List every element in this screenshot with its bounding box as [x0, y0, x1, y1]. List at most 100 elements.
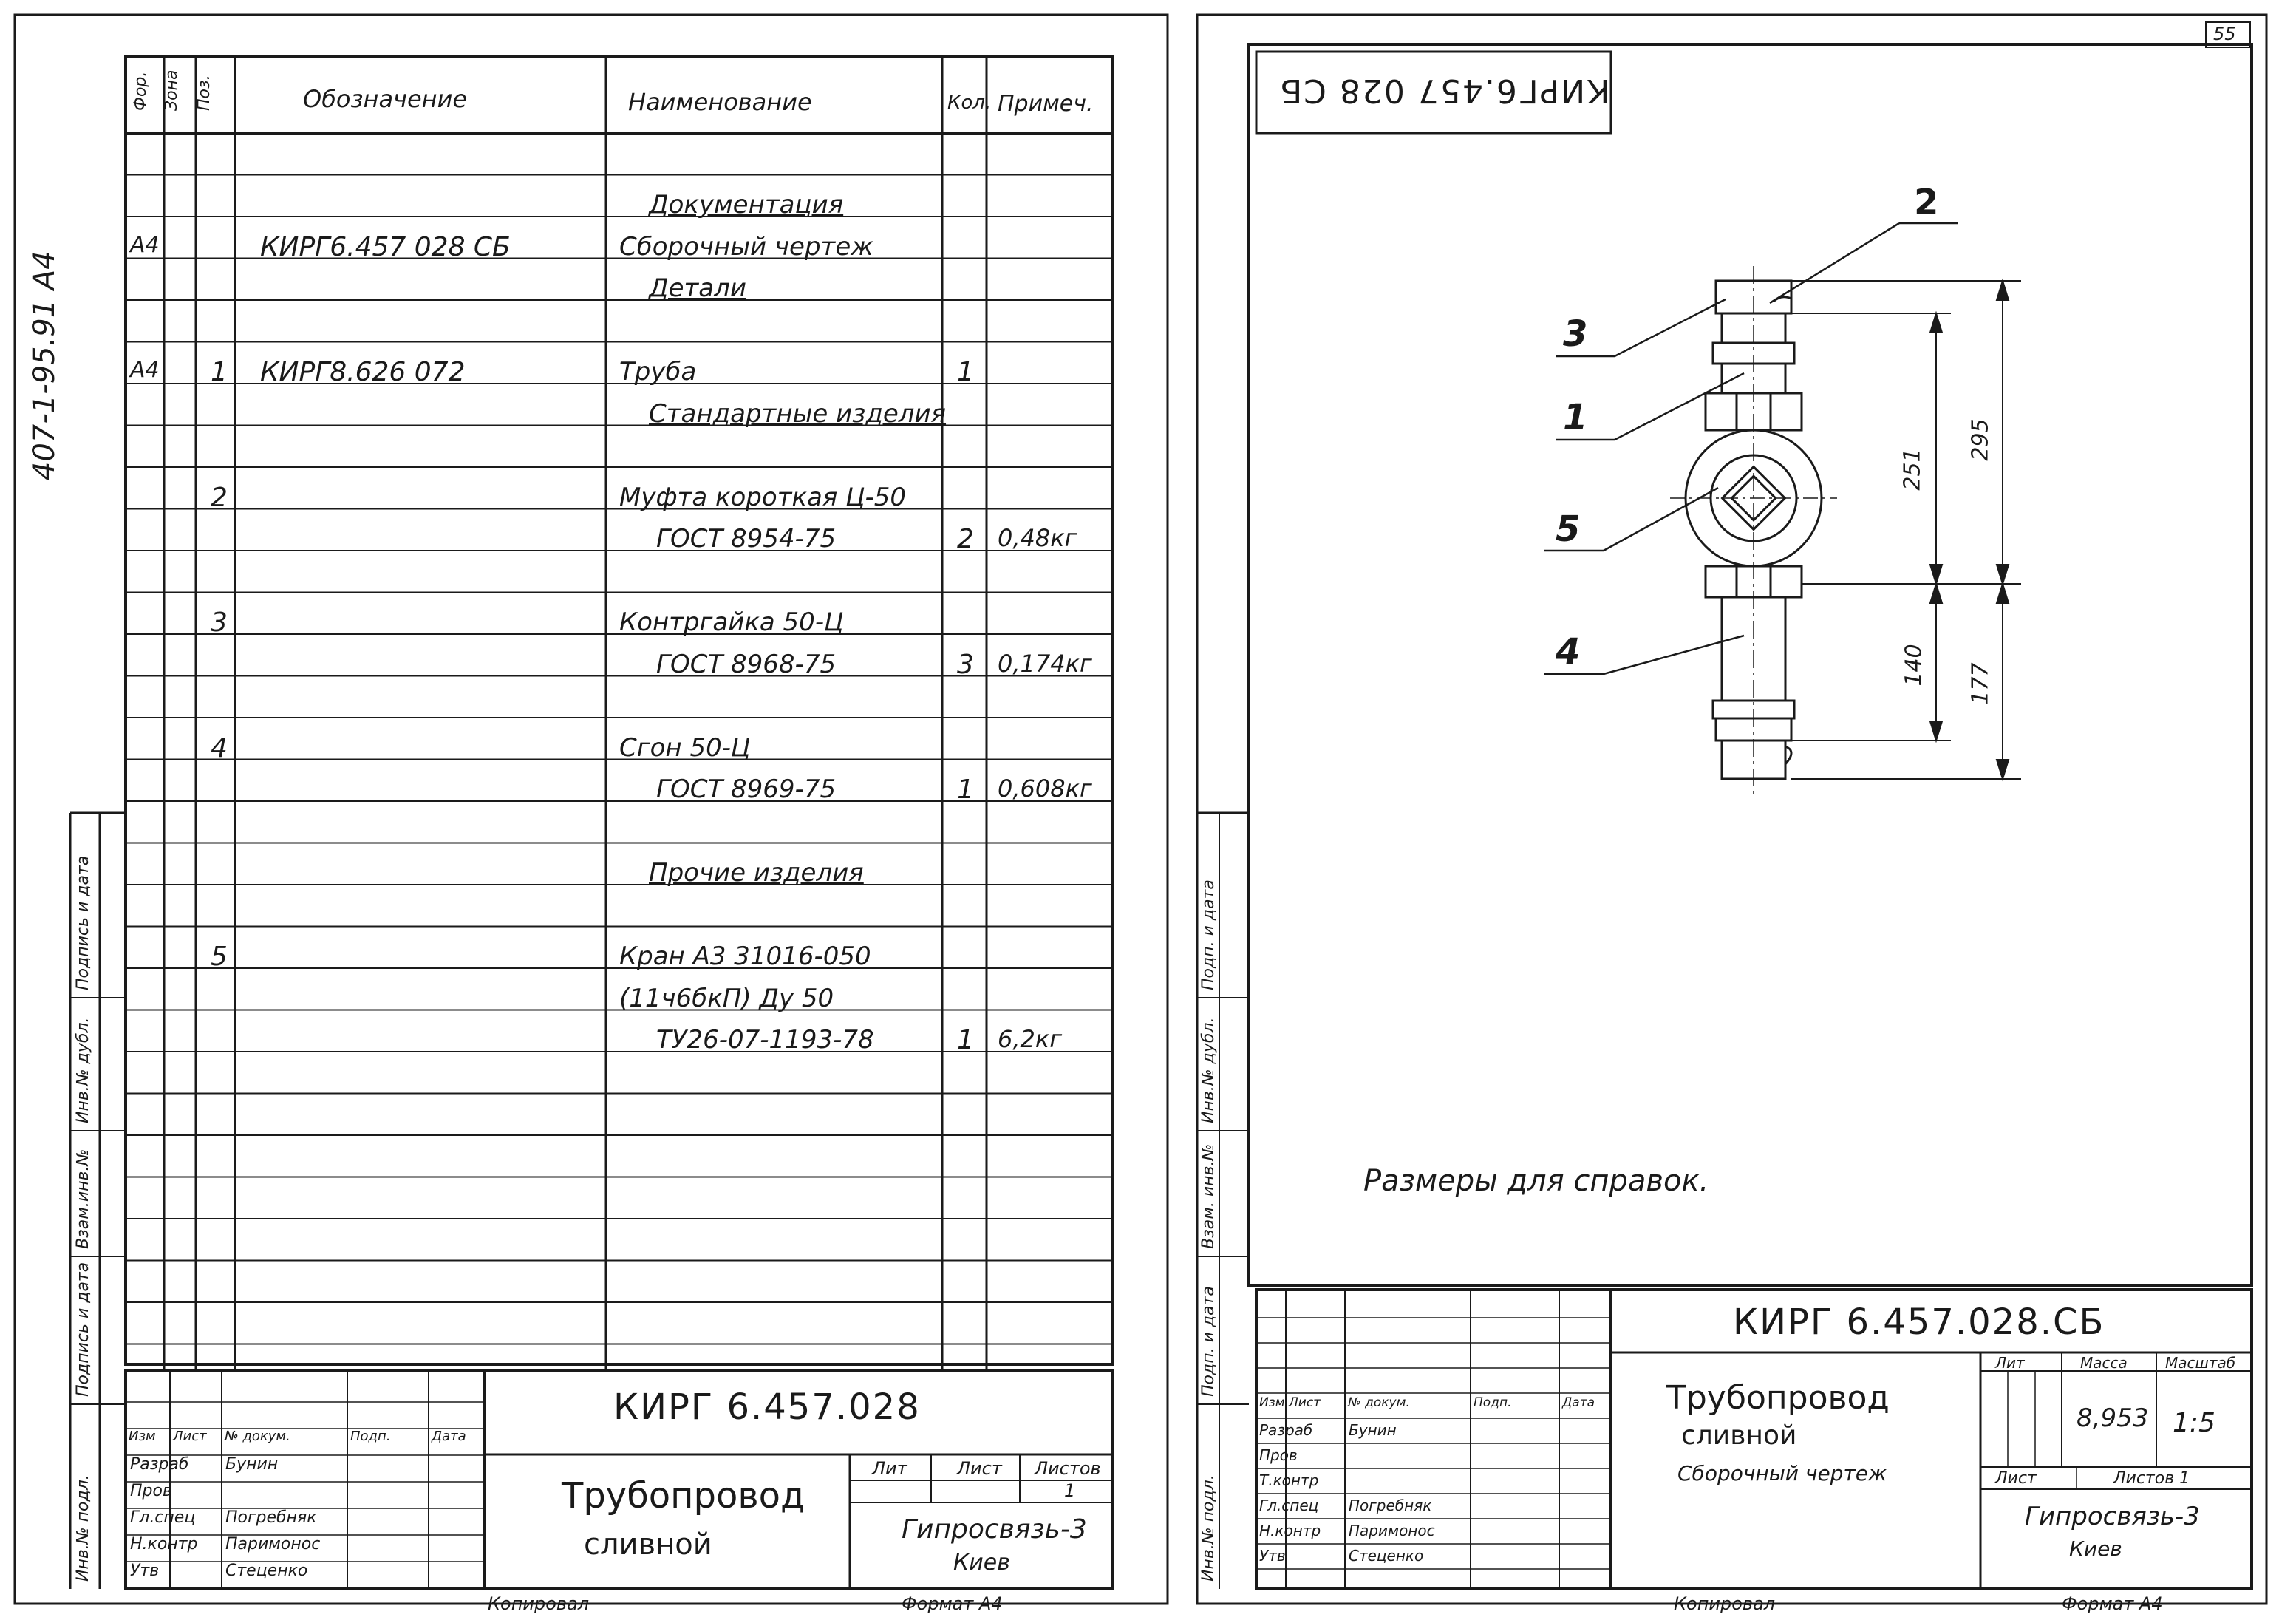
right-person: Погребняк: [1349, 1497, 1432, 1514]
left-person: Бунин: [225, 1455, 279, 1474]
left-role: Пров: [130, 1482, 172, 1500]
row-format: А4: [130, 357, 160, 383]
right-sheet-label: Лист: [1995, 1469, 2037, 1488]
left-col-header: Подп.: [350, 1429, 391, 1444]
row-name: Кран А3 31016-050: [619, 942, 871, 971]
row-qty: 3: [957, 649, 974, 680]
row-qty: 1: [957, 1025, 974, 1055]
row-name: ГОСТ 8954-75: [656, 524, 837, 554]
dim-251: 251: [1899, 448, 1926, 491]
margin-label: Инв.№ дубл.: [1199, 1017, 1218, 1123]
header-qty: Кол.: [947, 92, 992, 114]
section-heading: Прочие изделия: [649, 858, 864, 888]
right-col-header: Подп.: [1474, 1395, 1512, 1410]
right-col-header: № докум.: [1348, 1395, 1410, 1410]
right-person: Стеценко: [1349, 1547, 1424, 1565]
left-lit-label: Лит: [872, 1458, 907, 1479]
header-format: Фор.: [132, 71, 150, 111]
right-sheets-label: Листов 1: [2113, 1469, 2190, 1488]
row-designation: КИРГ6.457 028 СБ: [260, 231, 511, 262]
margin-label: Подп. и дата: [1199, 1286, 1218, 1397]
right-person: Бунин: [1349, 1421, 1397, 1439]
margin-label: Взам.инв.№: [74, 1148, 92, 1249]
row-note: 0,48кг: [998, 524, 1077, 552]
left-title-line1: Трубопровод: [562, 1475, 805, 1517]
right-role: Н.контр: [1259, 1522, 1321, 1539]
row-position: 3: [211, 608, 228, 638]
right-col-header: Дата: [1562, 1395, 1595, 1410]
margin-label: Подп. и дата: [1199, 879, 1218, 990]
row-note: 0,174кг: [998, 649, 1092, 678]
row-qty: 2: [957, 524, 974, 554]
row-designation: КИРГ8.626 072: [260, 357, 466, 387]
callout-2: 2: [1914, 182, 1939, 223]
right-scale-label: Масштаб: [2165, 1354, 2236, 1372]
right-title-line1: Трубопровод: [1666, 1379, 1890, 1417]
left-sheets-label: Листов: [1035, 1458, 1101, 1479]
margin-label: Инв.№ подл.: [74, 1474, 92, 1582]
row-note: 6,2кг: [998, 1025, 1063, 1053]
margin-label: Подпись и дата: [74, 855, 92, 990]
left-person: Погребняк: [225, 1508, 317, 1527]
right-subtitle: Сборочный чертеж: [1677, 1461, 1887, 1485]
left-format-label: Формат А4: [902, 1593, 1003, 1614]
header-name: Наименование: [628, 88, 812, 116]
row-qty: 1: [957, 357, 974, 387]
header-note: Примеч.: [998, 91, 1094, 117]
left-col-header: № докум.: [225, 1429, 290, 1444]
right-doc-code: КИРГ 6.457.028.СБ: [1733, 1301, 2105, 1343]
callout-leaders: [1544, 222, 1958, 675]
right-role: Пров: [1259, 1446, 1298, 1464]
valve-assembly-drawing: [1670, 266, 1837, 794]
header-zone: Зона: [163, 69, 181, 111]
left-role: Н.контр: [130, 1535, 198, 1553]
right-role: Т.контр: [1259, 1471, 1319, 1489]
row-name: ГОСТ 8969-75: [656, 775, 837, 804]
right-org: Гипросвязь-3: [2025, 1502, 2200, 1531]
right-city: Киев: [2069, 1536, 2122, 1561]
row-format: А4: [130, 231, 160, 258]
left-city: Киев: [953, 1550, 1010, 1576]
left-person: Стеценко: [225, 1562, 308, 1580]
right-col-header: Изм: [1259, 1395, 1285, 1410]
right-format-label: Формат А4: [2062, 1593, 2163, 1614]
right-title-line2: сливной: [1681, 1420, 1797, 1451]
left-role: Гл.спец: [130, 1508, 196, 1527]
right-role: Разраб: [1259, 1421, 1313, 1439]
dim-177: 177: [1967, 662, 1994, 705]
dimension-lines: [1791, 278, 2021, 782]
left-sheets-value: 1: [1064, 1480, 1076, 1501]
left-role: Утв: [130, 1562, 160, 1580]
right-col-header: Лист: [1289, 1395, 1321, 1410]
row-name: Сгон 50-Ц: [619, 732, 751, 763]
row-name: ГОСТ 8968-75: [656, 649, 837, 679]
row-name: Труба: [619, 357, 697, 387]
section-heading: Документация: [649, 190, 844, 219]
row-position: 1: [211, 357, 228, 387]
left-doc-code: КИРГ 6.457.028: [613, 1386, 921, 1428]
right-mass-label: Масса: [2080, 1354, 2128, 1372]
margin-label: Взам. инв.№: [1199, 1143, 1218, 1249]
left-sheet-label: Лист: [957, 1458, 1002, 1479]
dim-140: 140: [1901, 644, 1927, 687]
header-designation: Обозначение: [303, 85, 468, 113]
section-heading: Детали: [649, 273, 746, 303]
right-scale-value: 1:5: [2173, 1408, 2215, 1438]
left-org: Гипросвязь-3: [902, 1514, 1087, 1545]
left-col-header: Изм: [129, 1429, 156, 1444]
row-qty: 1: [957, 775, 974, 805]
document-side-code: 407-1-95.91 А4: [27, 251, 61, 480]
callout-4: 4: [1556, 631, 1581, 673]
left-col-header: Лист: [173, 1429, 207, 1444]
right-role: Гл.спец: [1259, 1497, 1319, 1514]
right-person: Паримонос: [1349, 1522, 1435, 1539]
left-person: Паримонос: [225, 1535, 321, 1553]
row-name: Сборочный чертеж: [619, 231, 873, 262]
stamp-code-inverted: КИРГ6.457 028 СБ: [1278, 72, 1610, 109]
header-position: Поз.: [195, 75, 214, 111]
right-mass-value: 8,953: [2077, 1403, 2149, 1433]
row-position: 4: [211, 732, 228, 763]
callout-1: 1: [1563, 397, 1588, 438]
row-note: 0,608кг: [998, 775, 1092, 803]
